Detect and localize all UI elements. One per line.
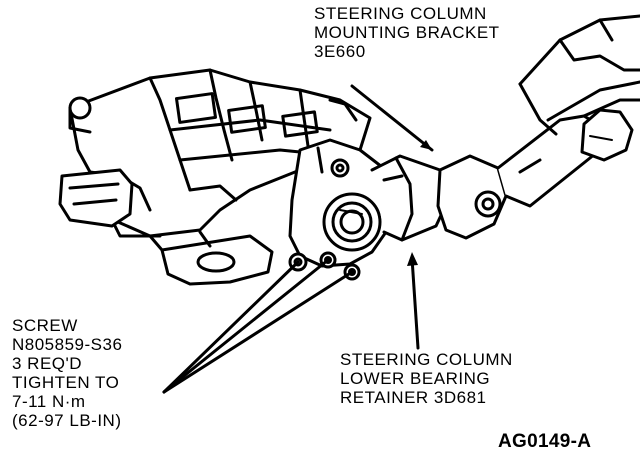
- leader-screw-1: [162, 260, 300, 394]
- label-mounting-bracket: STEERING COLUMN MOUNTING BRACKET 3E660: [314, 4, 500, 61]
- bearing-retainer: [322, 192, 382, 252]
- label-line: MOUNTING BRACKET: [314, 23, 500, 42]
- arrowhead-mounting-bracket: [420, 140, 432, 150]
- figure-id: AG0149-A: [498, 431, 592, 452]
- label-line: STEERING COLUMN: [314, 4, 487, 23]
- label-line: 3E660: [314, 42, 366, 61]
- leader-bearing-retainer: [410, 256, 420, 350]
- label-line: RETAINER 3D681: [340, 388, 487, 407]
- label-line: LOWER BEARING: [340, 369, 491, 388]
- label-bearing-retainer: STEERING COLUMN LOWER BEARING RETAINER 3…: [340, 350, 513, 407]
- label-line: TIGHTEN TO: [12, 373, 120, 392]
- steering-shaft: [370, 154, 452, 242]
- leader-screw-3: [162, 270, 354, 394]
- label-line: (62-97 LB-IN): [12, 411, 122, 430]
- label-screw: SCREW N805859-S36 3 REQ'D TIGHTEN TO 7-1…: [12, 316, 122, 430]
- leader-mounting-bracket: [350, 84, 434, 152]
- ratchet-wrench: [436, 80, 640, 240]
- label-line: SCREW: [12, 316, 78, 335]
- label-line: 7-11 N·m: [12, 392, 86, 411]
- mounting-foot: [148, 230, 274, 286]
- label-line: 3 REQ'D: [12, 354, 83, 373]
- leader-lines: [162, 84, 434, 394]
- housing-left-tab: [58, 96, 134, 228]
- leader-screw-2: [162, 258, 330, 394]
- label-line: STEERING COLUMN: [340, 350, 513, 369]
- mechanic-hand: [518, 14, 640, 162]
- arrowhead-bearing-retainer: [407, 252, 418, 266]
- label-line: N805859-S36: [12, 335, 123, 354]
